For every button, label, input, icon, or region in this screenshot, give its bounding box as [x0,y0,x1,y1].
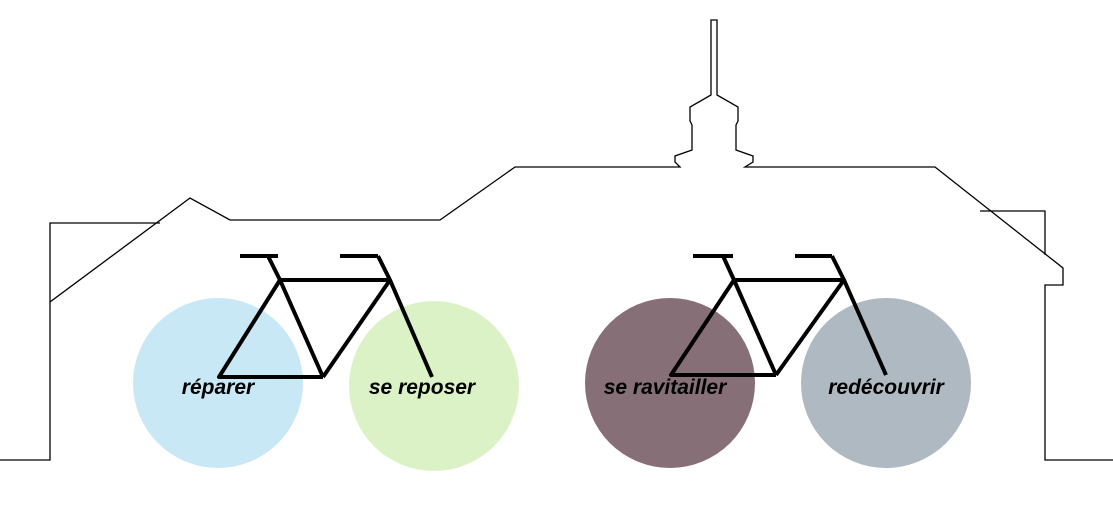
label-rest: se reposer [369,376,477,399]
wheel-repair [133,298,303,468]
frame-right-down-tube [774,278,846,377]
right-annex-outline [980,210,1046,255]
left-annex-outline [49,222,160,302]
label-rediscover: redécouvrir [828,376,945,399]
wheel-rest [349,301,519,471]
frame-left-fork [376,255,434,378]
bicycle-frame-right [669,254,888,377]
bicycle-frame-left [217,254,434,379]
label-refuel: se ravitailler [604,376,728,399]
building-outline [0,19,1113,461]
frame-right-fork [830,255,888,376]
frame-left-chain [217,278,323,379]
frame-left-down-tube [321,278,392,379]
label-repair: réparer [182,376,256,399]
frame-right-chain [669,278,776,377]
wheel-rediscover [801,298,971,468]
wheel-refuel [585,298,755,468]
